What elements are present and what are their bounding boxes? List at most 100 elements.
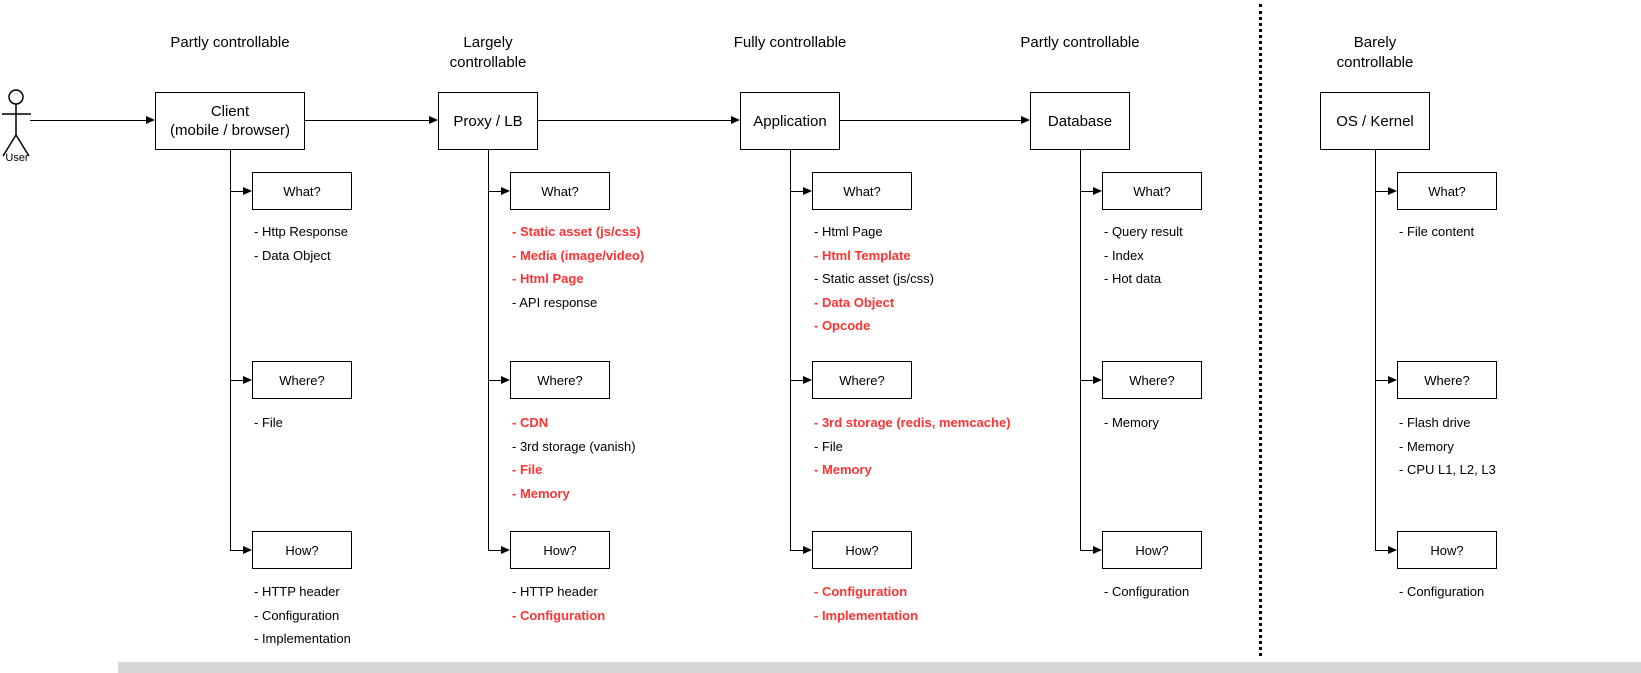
- section-box-proxy-lb-what: What?: [510, 172, 610, 210]
- branch-database-1-line: [1080, 380, 1100, 381]
- section-items-os-kernel-0: - File content: [1399, 220, 1474, 244]
- list-item: - Html Page: [814, 224, 883, 239]
- branch-client-0-line: [230, 191, 250, 192]
- branch-client-1-arrowhead-icon: [243, 376, 252, 384]
- controllability-label-os-kernel: Barely controllable: [1336, 34, 1414, 71]
- branch-os-kernel-0-line: [1375, 191, 1395, 192]
- list-item: - Html Page: [512, 271, 584, 286]
- section-items-proxy-lb-2: - HTTP header - Configuration: [512, 580, 605, 627]
- list-item: - Configuration: [1104, 584, 1190, 599]
- list-item: - Data Object: [254, 247, 331, 263]
- list-item: - File: [512, 462, 543, 477]
- arrow-application-to-database-arrowhead-icon: [1021, 116, 1030, 124]
- arrow-application-to-database-line: [840, 120, 1028, 121]
- horizontal-scrollbar[interactable]: [118, 662, 1641, 673]
- list-item: - Memory: [814, 462, 872, 477]
- branch-os-kernel-1-arrowhead-icon: [1388, 376, 1397, 384]
- section-items-proxy-lb-1: - CDN- 3rd storage (vanish)- File- Memor…: [512, 411, 636, 505]
- section-box-application-how: How?: [812, 531, 912, 569]
- node-box-proxy-lb: Proxy / LB: [438, 92, 538, 150]
- list-item: - File content: [1399, 224, 1475, 239]
- branch-proxy-lb-1-arrowhead-icon: [501, 376, 510, 384]
- section-items-os-kernel-2: - Configuration: [1399, 580, 1484, 604]
- branch-client-2-arrowhead-icon: [243, 546, 252, 554]
- list-item: - Flash drive: [1399, 415, 1471, 430]
- branch-database-0-line: [1080, 191, 1100, 192]
- list-item: - Configuration: [814, 584, 908, 599]
- list-item: - Static asset (js/css): [814, 271, 934, 286]
- branch-proxy-lb-2-arrowhead-icon: [501, 546, 510, 554]
- section-box-application-where: Where?: [812, 361, 912, 399]
- arrow-user-to-client-arrowhead-icon: [146, 116, 155, 124]
- arrow-user-to-client-line: [30, 120, 153, 121]
- section-items-database-2: - Configuration: [1104, 580, 1189, 604]
- section-items-client-2: - HTTP header- Configuration- Implementa…: [254, 580, 351, 651]
- branch-proxy-lb-2-line: [488, 550, 508, 551]
- list-item: - Memory: [1399, 438, 1454, 454]
- arrow-proxy-lb-to-application-arrowhead-icon: [731, 116, 740, 124]
- branch-application-2-arrowhead-icon: [803, 546, 812, 554]
- connector-stem-line: [1375, 150, 1376, 551]
- branch-client-1-line: [230, 380, 250, 381]
- branch-application-2-line: [790, 550, 810, 551]
- branch-os-kernel-0-arrowhead-icon: [1388, 187, 1397, 195]
- list-item: - Query result: [1104, 224, 1183, 239]
- branch-proxy-lb-0-arrowhead-icon: [501, 187, 510, 195]
- section-items-proxy-lb-0: - Static asset (js/css)- Media (image/vi…: [512, 220, 644, 314]
- separator-dotted-line: [1259, 4, 1262, 656]
- section-items-client-1: - File: [254, 411, 283, 435]
- list-item: - Configuration: [1399, 584, 1485, 599]
- branch-os-kernel-1-line: [1375, 380, 1395, 381]
- branch-application-1-arrowhead-icon: [803, 376, 812, 384]
- list-item: - File: [814, 438, 843, 454]
- node-box-application: Application: [740, 92, 840, 150]
- section-items-application-1: - 3rd storage (redis, memcache) - File - M…: [814, 411, 1011, 482]
- list-item: - CPU L1, L2, L3: [1399, 462, 1496, 477]
- branch-database-2-arrowhead-icon: [1093, 546, 1102, 554]
- section-box-database-what: What?: [1102, 172, 1202, 210]
- section-box-client-what: What?: [252, 172, 352, 210]
- branch-proxy-lb-0-line: [488, 191, 508, 192]
- arrow-client-to-proxy-lb-line: [305, 120, 436, 121]
- list-item: - HTTP header: [512, 584, 598, 599]
- section-box-application-what: What?: [812, 172, 912, 210]
- section-box-client-how: How?: [252, 531, 352, 569]
- branch-application-0-arrowhead-icon: [803, 187, 812, 195]
- list-item: - Memory: [512, 485, 570, 501]
- list-item: - Html Template: [814, 247, 911, 263]
- section-items-application-2: - Configuration - Implementation: [814, 580, 918, 627]
- connector-stem-line: [488, 150, 489, 551]
- node-box-database: Database: [1030, 92, 1130, 150]
- connector-stem-line: [230, 150, 231, 551]
- node-box-os-kernel: OS / Kernel: [1320, 92, 1430, 150]
- arrow-client-to-proxy-lb-arrowhead-icon: [429, 116, 438, 124]
- node-box-client: Client (mobile / browser): [155, 92, 305, 150]
- list-item: - Configuration: [512, 607, 606, 623]
- list-item: - Configuration: [254, 607, 340, 623]
- branch-application-1-line: [790, 380, 810, 381]
- list-item: - Implementation: [254, 631, 351, 646]
- connector-stem-line: [790, 150, 791, 551]
- list-item: - Index: [1104, 247, 1144, 263]
- branch-proxy-lb-1-line: [488, 380, 508, 381]
- list-item: - Media (image/video): [512, 247, 645, 263]
- list-item: - 3rd storage (redis, memcache): [814, 415, 1011, 430]
- section-box-client-where: Where?: [252, 361, 352, 399]
- section-box-os-kernel-where: Where?: [1397, 361, 1497, 399]
- section-box-database-how: How?: [1102, 531, 1202, 569]
- section-box-proxy-lb-where: Where?: [510, 361, 610, 399]
- section-box-os-kernel-what: What?: [1397, 172, 1497, 210]
- connector-stem-line: [1080, 150, 1081, 551]
- section-items-client-0: - Http Response - Data Object: [254, 220, 348, 267]
- section-items-os-kernel-1: - Flash drive - Memory - CPU L1, L2, L3: [1399, 411, 1496, 482]
- section-box-proxy-lb-how: How?: [510, 531, 610, 569]
- branch-os-kernel-2-arrowhead-icon: [1388, 546, 1397, 554]
- branch-database-1-arrowhead-icon: [1093, 376, 1102, 384]
- list-item: - Http Response: [254, 224, 348, 239]
- controllability-label-client: Partly controllable: [170, 34, 290, 51]
- controllability-label-proxy-lb: Largely controllable: [449, 34, 527, 71]
- list-item: - CDN: [512, 415, 549, 430]
- section-box-os-kernel-how: How?: [1397, 531, 1497, 569]
- list-item: - Implementation: [814, 607, 919, 623]
